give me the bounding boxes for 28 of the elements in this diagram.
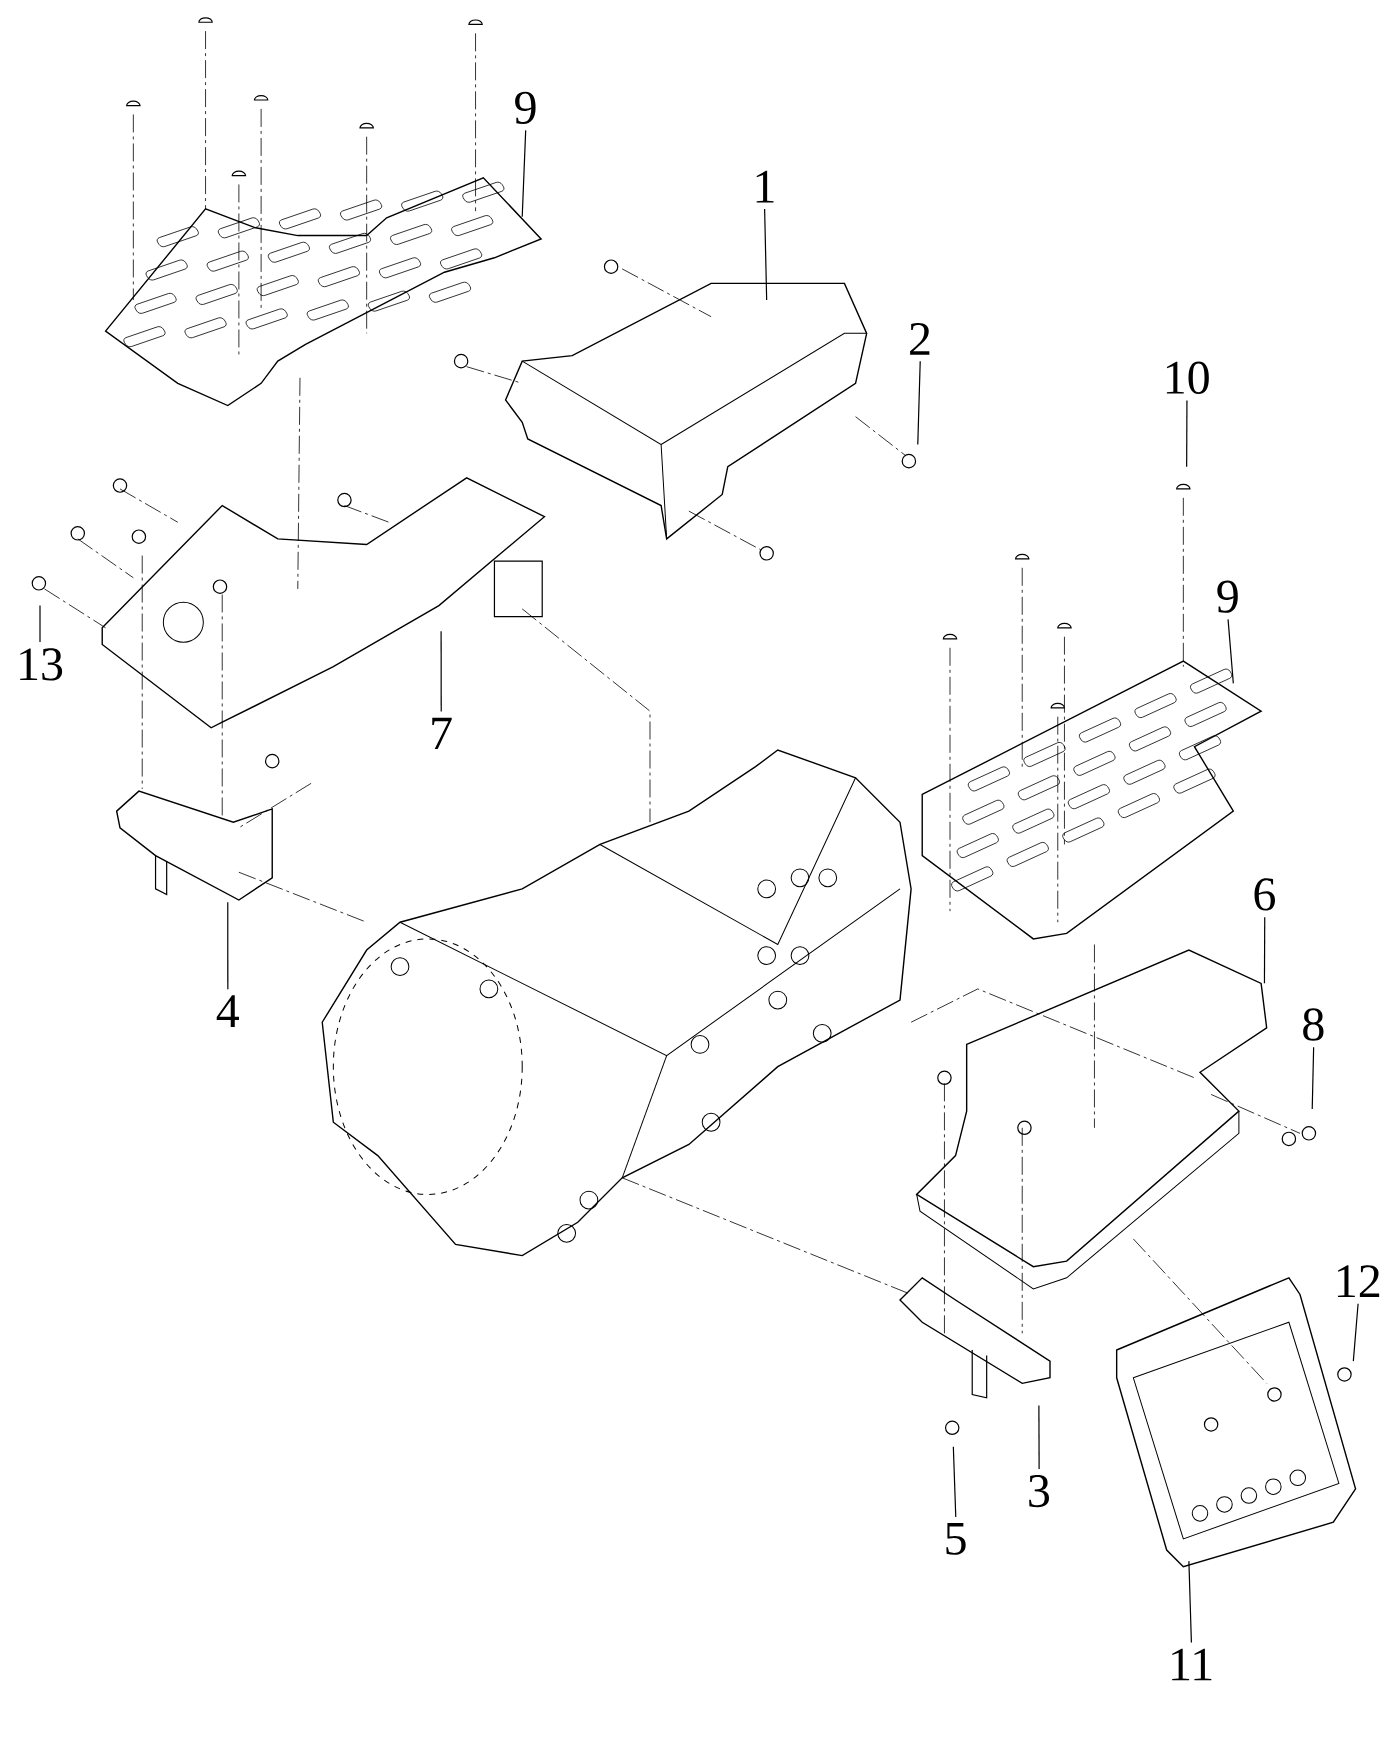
callout-number: 9 xyxy=(515,91,536,124)
leader-line xyxy=(764,208,768,301)
leader-line xyxy=(917,360,921,446)
leader-line xyxy=(1188,1560,1192,1644)
callout-number: 12 xyxy=(1338,1265,1380,1297)
callout-number: 10 xyxy=(1166,361,1209,394)
callout-number: 9 xyxy=(1217,580,1238,613)
leader-line xyxy=(440,630,442,712)
leader-line xyxy=(1263,916,1266,984)
leader-line xyxy=(952,1446,957,1518)
leader-line xyxy=(1311,1046,1315,1110)
callout-number: 6 xyxy=(1254,878,1275,911)
callout-number: 2 xyxy=(910,323,930,355)
leader-line xyxy=(1038,1404,1040,1470)
leader-line xyxy=(227,901,229,990)
callout-number: 1 xyxy=(756,170,774,203)
callout-number: 13 xyxy=(20,648,63,681)
callout-number: 7 xyxy=(432,717,452,750)
leader-line xyxy=(39,604,41,643)
callout-number: 5 xyxy=(946,1522,966,1555)
callout-number: 8 xyxy=(1303,1008,1324,1041)
leader-line xyxy=(1352,1303,1359,1362)
callout-number: 3 xyxy=(1029,1475,1049,1508)
leader-line xyxy=(521,129,527,218)
leader-line xyxy=(1186,399,1188,468)
leader-line xyxy=(1227,618,1234,684)
callout-number: 11 xyxy=(1172,1648,1212,1681)
callout-number: 4 xyxy=(216,995,240,1027)
